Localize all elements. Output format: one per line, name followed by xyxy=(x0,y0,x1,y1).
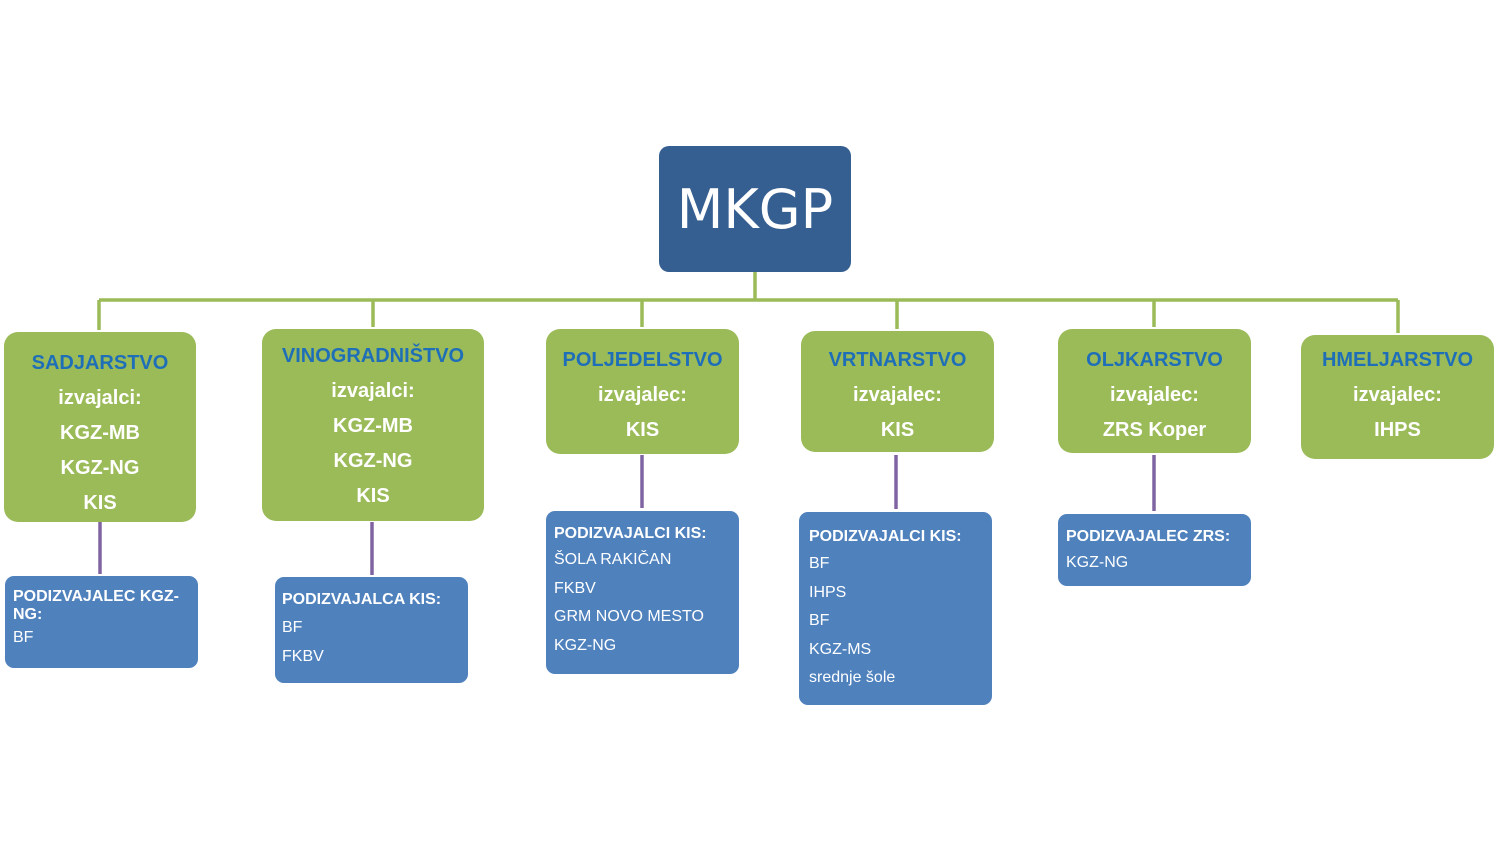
branch-line: KIS xyxy=(880,419,915,441)
branch-line: KGZ-MB xyxy=(60,422,140,444)
sub-title: PODIZVAJALCI KIS: xyxy=(809,528,962,545)
sub-item: FKBV xyxy=(554,579,596,597)
sub-item: KGZ-NG xyxy=(554,636,617,654)
branch-line: ZRS Koper xyxy=(1102,419,1207,441)
sub-node-oljkarstvo: PODIZVAJALEC ZRS: KGZ-NG xyxy=(1058,514,1251,586)
branch-line: KGZ-NG xyxy=(60,457,140,479)
root-node: MKGP xyxy=(659,146,851,272)
branch-title: POLJEDELSTVO xyxy=(562,349,723,371)
sub-title: PODIZVAJALCA KIS: xyxy=(282,591,442,608)
sub-node-sadjarstvo: PODIZVAJALEC KGZ-NG: BF xyxy=(5,576,198,668)
branch-node-poljedelstvo: POLJEDELSTVO izvajalec: KIS xyxy=(546,329,739,454)
sub-item: KGZ-MS xyxy=(809,640,872,658)
branch-title: VINOGRADNIŠTVO xyxy=(281,345,465,367)
sub-title: PODIZVAJALEC ZRS: xyxy=(1066,528,1231,545)
branch-node-hmeljarstvo: HMELJARSTVO izvajalec: IHPS xyxy=(1301,335,1494,459)
branch-node-oljkarstvo: OLJKARSTVO izvajalec: ZRS Koper xyxy=(1058,329,1251,453)
sub-item: BF xyxy=(809,612,830,629)
sub-title: PODIZVAJALEC KGZ-NG: xyxy=(13,588,179,623)
branch-line: izvajalci: xyxy=(58,387,142,409)
branch-line: IHPS xyxy=(1374,419,1421,441)
branch-title: HMELJARSTVO xyxy=(1321,349,1474,371)
sub-title: PODIZVAJALCI KIS: xyxy=(554,525,707,542)
branch-line: izvajalec: xyxy=(1110,384,1199,406)
branch-node-vinogradnistvo: VINOGRADNIŠTVO izvajalci: KGZ-MB KGZ-NG … xyxy=(262,329,484,521)
sub-node-vinogradnistvo: PODIZVAJALCA KIS: BF FKBV xyxy=(275,577,468,683)
sub-item: BF xyxy=(13,629,34,646)
branch-node-vrtnarstvo: VRTNARSTVO izvajalec: KIS xyxy=(801,331,994,452)
sub-item: IHPS xyxy=(809,583,847,601)
sub-item: GRM NOVO MESTO xyxy=(554,608,704,625)
branch-line: izvajalec: xyxy=(853,384,942,406)
sub-item: FKBV xyxy=(282,647,324,665)
sub-item: KGZ-NG xyxy=(1066,554,1129,571)
branch-line: KGZ-NG xyxy=(333,450,413,472)
branch-line: izvajalec: xyxy=(1353,384,1442,406)
branch-line: izvajalec: xyxy=(598,384,687,406)
branch-title: SADJARSTVO xyxy=(31,352,169,374)
branch-title: OLJKARSTVO xyxy=(1086,349,1223,371)
branch-line: KGZ-MB xyxy=(333,415,413,437)
branch-line: KIS xyxy=(83,492,117,514)
root-label: MKGP xyxy=(676,177,834,241)
sub-item: ŠOLA RAKIČAN xyxy=(554,551,672,568)
sub-item: BF xyxy=(809,555,830,572)
sub-node-vrtnarstvo: PODIZVAJALCI KIS: BF IHPS BF KGZ-MS sred… xyxy=(799,512,992,705)
branch-line: KIS xyxy=(356,485,390,507)
branch-line: izvajalci: xyxy=(331,380,415,402)
branch-line: KIS xyxy=(625,419,660,441)
sub-item: BF xyxy=(282,619,303,636)
sub-node-poljedelstvo: PODIZVAJALCI KIS: ŠOLA RAKIČAN FKBV GRM … xyxy=(546,511,739,674)
branch-node-sadjarstvo: SADJARSTVO izvajalci: KGZ-MB KGZ-NG KIS xyxy=(4,332,196,522)
branch-title: VRTNARSTVO xyxy=(828,349,967,371)
sub-item: srednje šole xyxy=(809,669,896,686)
